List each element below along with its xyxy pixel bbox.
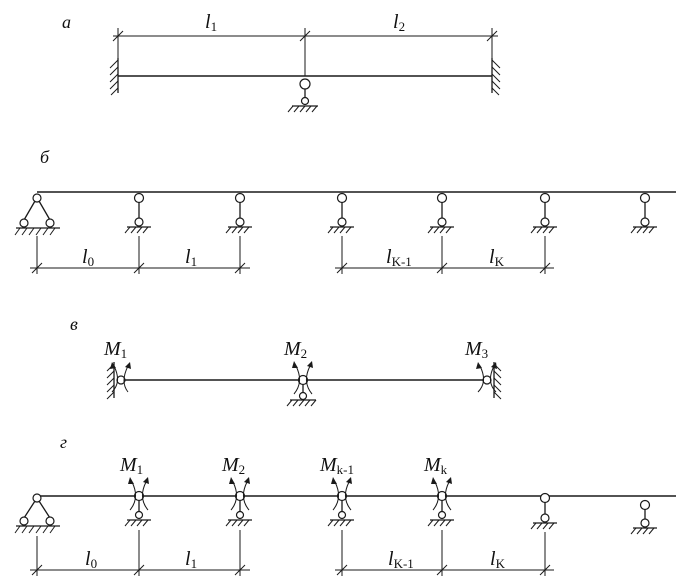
panel-a: а l1 l2 — [62, 11, 501, 113]
roller-support-6 — [630, 499, 657, 535]
panel-v-letter: в — [70, 314, 78, 334]
panel-g-dimension-lines — [30, 530, 554, 576]
span-label-l1: l1 — [185, 246, 197, 269]
span-label-lk: lK — [490, 548, 506, 571]
hinge-support-1 — [124, 477, 151, 527]
panel-b-letter: б — [40, 147, 50, 167]
fixed-support-right — [491, 58, 501, 96]
span-label-l0: l0 — [82, 246, 94, 269]
hinge-support-middle — [286, 374, 317, 407]
moment-label-mk: Mk — [423, 454, 448, 477]
panel-a-letter: а — [62, 12, 71, 32]
panel-b-dimension-lines — [30, 236, 554, 274]
roller-support-1 — [124, 192, 151, 234]
roller-support-3 — [327, 192, 354, 234]
roller-support-2 — [225, 192, 252, 234]
roller-support-5 — [530, 192, 557, 234]
span-label-lk-1: lK-1 — [386, 246, 412, 269]
moment-label-m2: M2 — [221, 454, 245, 477]
span-label-l0: l0 — [85, 548, 97, 571]
pinned-support-middle — [287, 78, 318, 113]
panel-a-dimension-line — [112, 28, 498, 76]
panel-g: г — [14, 432, 676, 576]
span-label-l1: l1 — [185, 548, 197, 571]
clamped-support-left — [106, 362, 126, 400]
hinge-support-2 — [225, 477, 252, 527]
roller-support-6 — [630, 192, 657, 234]
span-label-lk-1: lK-1 — [388, 548, 414, 571]
moment-arrow-m3 — [476, 362, 497, 393]
span-label-lk: lK — [489, 246, 505, 269]
moment-label-mk-1: Mk-1 — [319, 454, 354, 477]
moment-label-m1: M1 — [119, 454, 143, 477]
moment-label-m1: M1 — [103, 338, 127, 361]
panel-v: в — [70, 314, 502, 407]
roller-support-4 — [427, 192, 454, 234]
clamped-support-right — [482, 362, 502, 400]
fixed-support-left — [109, 58, 119, 96]
panel-b: б — [14, 147, 676, 274]
moment-arrow-m2 — [292, 361, 313, 395]
pinned-support-triangle — [14, 493, 60, 534]
hinge-support-4 — [427, 477, 454, 527]
moment-label-m2: M2 — [283, 338, 307, 361]
span-label-l2: l2 — [393, 11, 405, 34]
pinned-support-triangle — [14, 193, 60, 236]
moment-label-m3: M3 — [464, 338, 488, 361]
span-label-l1: l1 — [205, 11, 217, 34]
moment-arrow-m1 — [110, 362, 131, 393]
panel-g-letter: г — [60, 432, 67, 452]
hinge-support-3 — [327, 477, 354, 527]
roller-support-5 — [530, 492, 557, 530]
